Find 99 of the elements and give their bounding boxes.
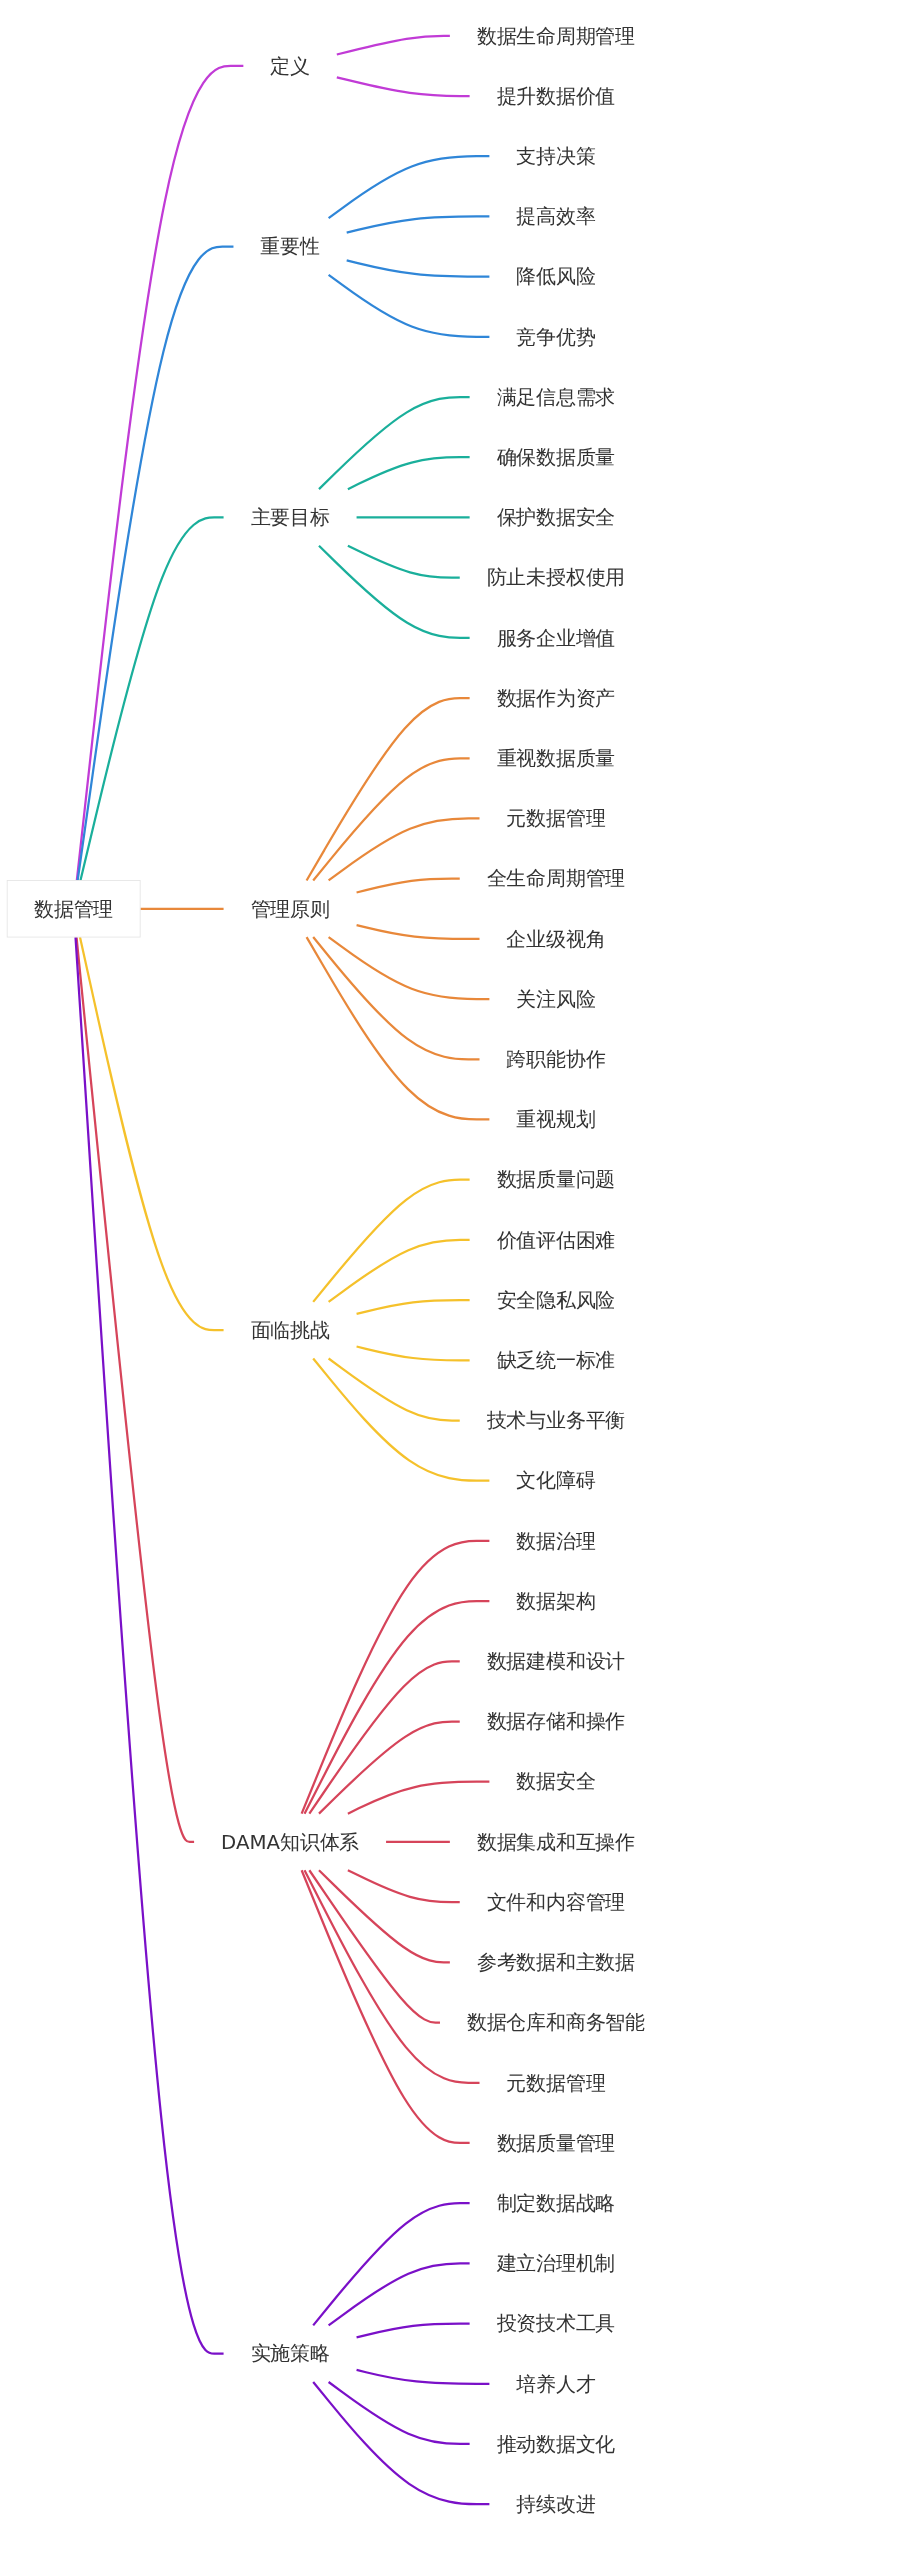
node-text: 重视数据质量 xyxy=(496,747,616,770)
connector xyxy=(336,76,470,98)
connector xyxy=(300,1869,470,2145)
connector xyxy=(318,1720,460,1815)
node-text: 价值评估困难 xyxy=(496,1228,616,1252)
node-text: 数据质量管理 xyxy=(496,2131,616,2155)
connector xyxy=(303,1600,490,1815)
node-text: 主要目标 xyxy=(250,506,330,529)
node-text: 跨职能协作 xyxy=(506,1048,606,1071)
connector xyxy=(140,907,224,910)
node-text: 缺乏统一标准 xyxy=(496,1349,616,1372)
connector xyxy=(336,34,450,56)
node-text: 培养人才 xyxy=(516,2372,596,2396)
node-text: 数据仓库和商务智能 xyxy=(466,2011,645,2034)
connector xyxy=(356,2368,490,2385)
connector xyxy=(303,1869,480,2084)
node-text: 防止未授权使用 xyxy=(486,566,626,589)
node-text: 制定数据战略 xyxy=(496,2191,616,2215)
node-text: 提升数据价值 xyxy=(496,84,616,108)
node-text: 参考数据和主数据 xyxy=(476,1951,635,1974)
node-text: 支持决策 xyxy=(516,144,596,168)
node-text: 推动数据文化 xyxy=(496,2432,616,2456)
connector xyxy=(356,1298,470,1315)
node-text: 降低风险 xyxy=(516,265,596,288)
node-text: 数据安全 xyxy=(516,1770,596,1793)
node-text: 技术与业务平衡 xyxy=(486,1409,626,1432)
connector xyxy=(356,1345,470,1362)
connector xyxy=(312,757,470,882)
connector xyxy=(347,1869,460,1904)
connector xyxy=(347,456,470,491)
connector xyxy=(327,1357,460,1422)
connector xyxy=(318,1869,450,1964)
connector xyxy=(312,936,480,1061)
connector xyxy=(318,544,470,639)
connector xyxy=(312,2381,490,2506)
node-text: 数据治理 xyxy=(516,1529,596,1553)
node-text: 满足信息需求 xyxy=(496,385,616,409)
node-text: 保护数据安全 xyxy=(496,506,616,529)
connector xyxy=(347,1780,490,1815)
node-text: 数据作为资产 xyxy=(496,686,616,710)
connector xyxy=(79,516,224,881)
connector xyxy=(308,1869,440,2024)
node-text: 数据架构 xyxy=(516,1589,596,1613)
connector xyxy=(327,936,490,1001)
connector xyxy=(305,936,490,1121)
node-text: 竞争优势 xyxy=(516,325,596,349)
node-text: 企业级视角 xyxy=(506,927,606,951)
node-text: 全生命周期管理 xyxy=(486,867,626,890)
node-text: 数据质量问题 xyxy=(496,1168,616,1191)
connector xyxy=(356,516,470,519)
node-text: 元数据管理 xyxy=(506,2071,606,2094)
connector xyxy=(356,877,460,894)
node-text: 投资技术工具 xyxy=(496,2312,616,2335)
node-text: DAMA知识体系 xyxy=(221,1830,360,1854)
connector xyxy=(327,817,480,882)
node-text: 服务企业增值 xyxy=(496,626,616,650)
connector xyxy=(305,696,470,882)
connector xyxy=(356,923,480,940)
connector xyxy=(300,1539,490,1815)
node-text: 定义 xyxy=(270,54,310,78)
connector xyxy=(312,1357,490,1482)
connector xyxy=(327,1238,470,1303)
connector xyxy=(78,936,224,1332)
connector xyxy=(327,2381,470,2446)
node-text: 确保数据质量 xyxy=(496,446,616,469)
connector xyxy=(308,1660,460,1815)
connector xyxy=(386,1840,450,1844)
node-text: 文化障碍 xyxy=(516,1469,596,1492)
connector xyxy=(356,2322,470,2339)
connector xyxy=(347,544,460,579)
connector xyxy=(318,395,470,490)
node-text: 关注风险 xyxy=(516,987,596,1011)
node-text: 管理原则 xyxy=(250,897,330,920)
node-box: 数据管理 xyxy=(6,880,141,938)
connector xyxy=(75,64,244,881)
connector xyxy=(74,937,224,2355)
node-text: 建立治理机制 xyxy=(496,2252,616,2275)
node-text: 数据存储和操作 xyxy=(486,1710,626,1733)
connector xyxy=(327,273,490,338)
node-text: 重视规划 xyxy=(516,1108,596,1131)
node-text: 面临挑战 xyxy=(250,1318,330,1342)
connector xyxy=(327,155,490,220)
node-text: 数据建模和设计 xyxy=(486,1650,626,1673)
node-text: 文件和内容管理 xyxy=(486,1890,626,1914)
connector xyxy=(312,1178,470,1303)
connector xyxy=(75,936,195,1844)
connector xyxy=(346,259,490,278)
connector xyxy=(346,215,490,234)
node-text: 数据生命周期管理 xyxy=(476,24,635,48)
connector xyxy=(76,245,234,881)
connector xyxy=(312,2202,470,2327)
node-text: 实施策略 xyxy=(250,2342,330,2365)
node-text: 重要性 xyxy=(260,235,320,258)
node-text: 数据集成和互操作 xyxy=(476,1830,635,1854)
node-text: 持续改进 xyxy=(516,2492,596,2516)
connector xyxy=(327,2262,470,2327)
node-text: 元数据管理 xyxy=(506,807,606,830)
node-text: 提高效率 xyxy=(516,205,596,228)
node-text: 安全隐私风险 xyxy=(496,1288,616,1312)
